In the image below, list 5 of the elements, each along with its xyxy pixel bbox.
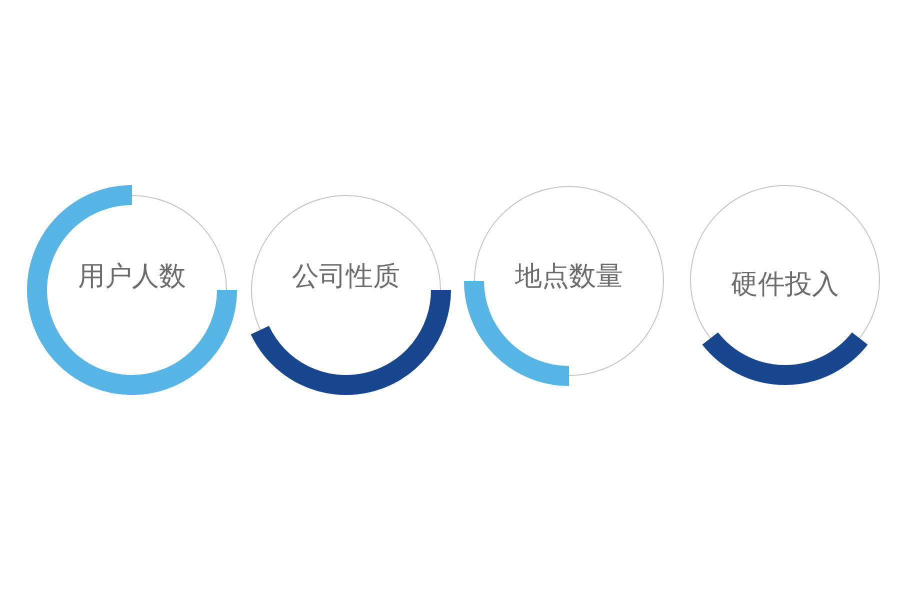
ring-label: 用户人数: [78, 260, 186, 293]
ring-label: 地点数量: [515, 260, 623, 293]
ring-node: [474, 186, 664, 376]
ring-label: 硬件投入: [731, 268, 839, 301]
ring-label: 公司性质: [292, 260, 400, 293]
